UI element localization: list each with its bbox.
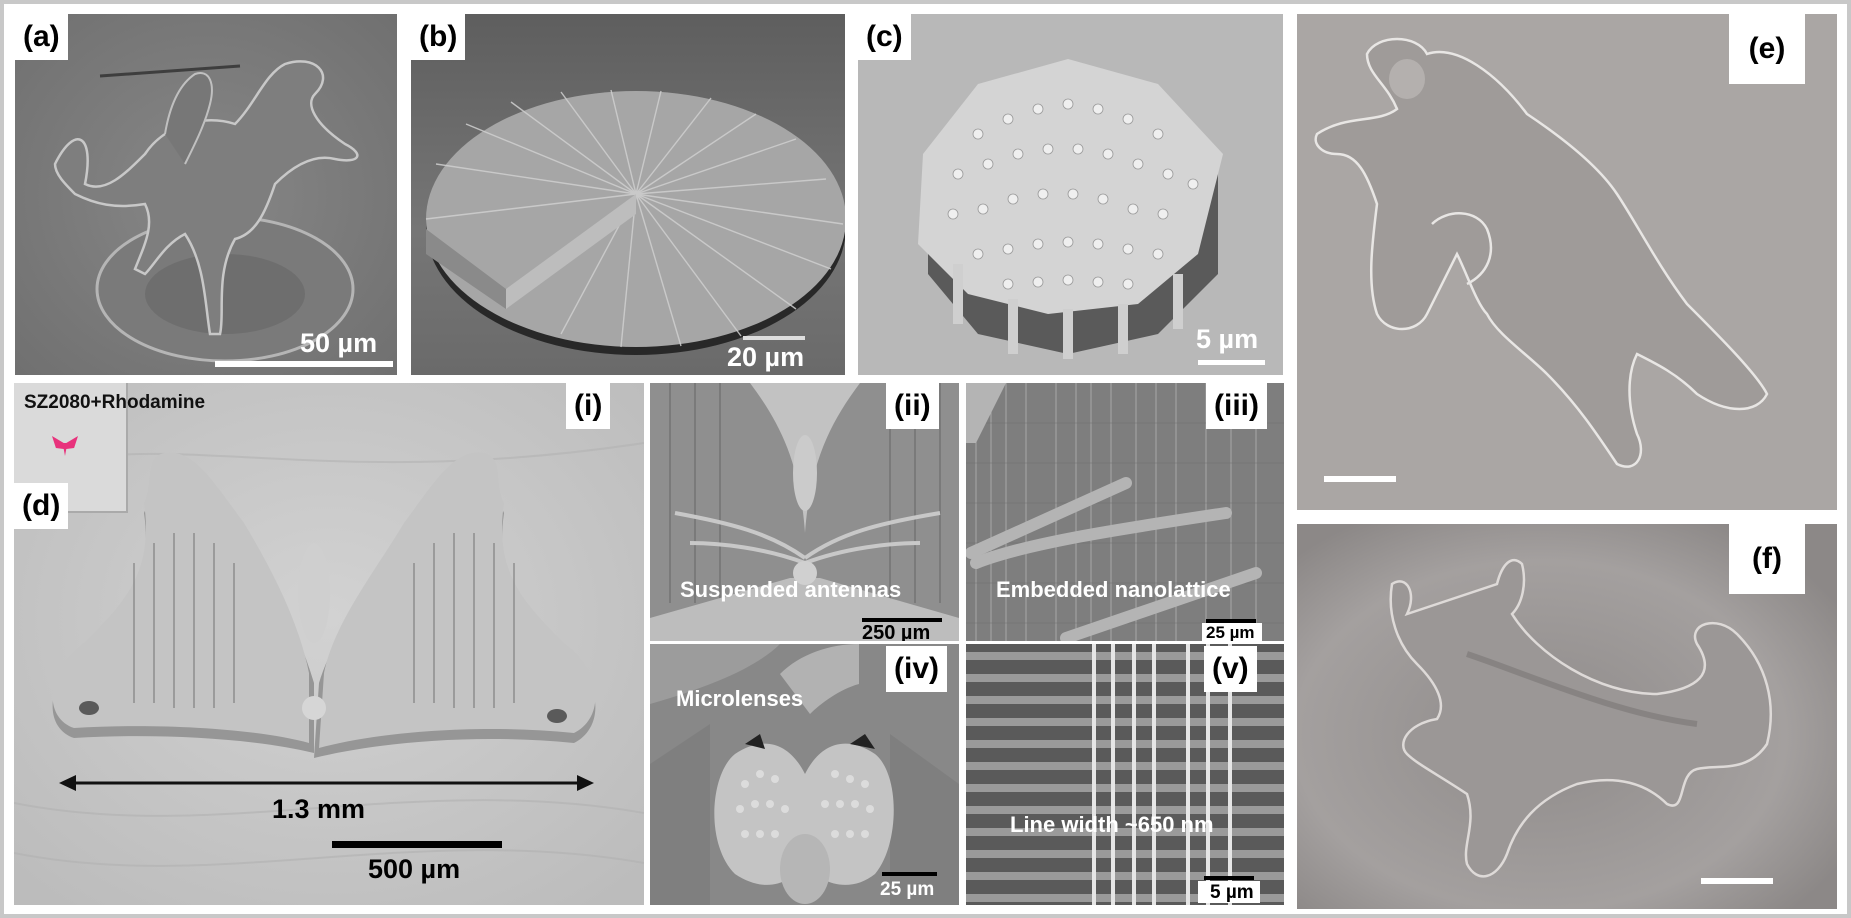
panel-label-d-i: (i) — [566, 383, 611, 429]
horse-rider-sculpture-image — [15, 14, 397, 375]
panel-label-d-v: (v) — [1204, 646, 1257, 692]
scalebar-c — [1198, 360, 1265, 365]
scalebar-text-d-iii: 25 µm — [1206, 623, 1255, 641]
scalebar-a — [215, 361, 393, 367]
panel-c: (c) 5 µm — [858, 14, 1283, 375]
butterfly-inset-icon — [52, 436, 78, 456]
panel-b: (b) 20 µm — [411, 14, 845, 375]
panel-label-b: (b) — [411, 14, 466, 60]
scalebar-d-iii — [1206, 619, 1256, 623]
bull-sculpture-image — [1297, 14, 1837, 510]
panel-label-d-iv: (iv) — [886, 646, 947, 692]
scalebar-text-b: 20 µm — [727, 342, 805, 372]
scalebar-text-a: 50 µm — [300, 328, 378, 358]
panel-label-d: (d) — [14, 483, 69, 529]
scalebar-text-d-iv: 25 µm — [880, 879, 935, 900]
panel-d-iii: (iii) Embedded nanolattice 25 µm — [966, 383, 1284, 641]
scalebar-text-d-v: 5 µm — [1210, 882, 1254, 903]
caption-embedded-nanolattice: Embedded nanolattice — [996, 577, 1231, 602]
scalebar-text-box-d-v — [1198, 881, 1260, 903]
scalebar-d-ii — [862, 618, 942, 622]
scalebar-text-box-d-iii — [1202, 623, 1262, 641]
panel-label-a: (a) — [15, 14, 68, 60]
caption-microlenses: Microlenses — [676, 686, 804, 711]
scalebar-b — [743, 336, 805, 340]
panel-a: (a) 50 µm — [15, 14, 397, 375]
scalebar-e — [1324, 476, 1396, 482]
panel-label-d-iii: (iii) — [1206, 383, 1267, 429]
scalebar-d — [332, 841, 502, 848]
panel-label-f: (f) — [1729, 524, 1805, 594]
microlenses-image — [650, 644, 959, 905]
scalebar-text-d: 500 µm — [368, 854, 461, 884]
panel-d-iv: (iv) Microlenses 25 µm — [650, 644, 959, 905]
dimension-label: 1.3 mm — [272, 794, 366, 824]
inset-caption: SZ2080+Rhodamine — [24, 392, 206, 413]
panel-d-ii: (ii) Suspended antennas 250 µm — [650, 383, 959, 641]
panel-label-c: (c) — [858, 14, 911, 60]
panel-d-v: (v) Line width ~650 nm 5 µm — [966, 644, 1284, 905]
panel-label-d-ii: (ii) — [886, 383, 939, 429]
radial-disc-structure-image — [411, 14, 845, 375]
scalebar-d-iv — [882, 872, 937, 876]
scalebar-d-v — [1204, 876, 1254, 880]
panel-e: (e) — [1297, 14, 1837, 510]
panel-d: SZ2080+Rhodamine (d) (i) 1.3 mm 500 µm — [14, 383, 644, 905]
pillar-array-structure-image — [858, 14, 1283, 375]
panel-label-e: (e) — [1729, 14, 1805, 84]
scalebar-f — [1701, 878, 1773, 884]
scalebar-text-d-ii: 250 µm — [862, 622, 931, 641]
scalebar-text-c: 5 µm — [1196, 324, 1259, 354]
suspended-antennas-image — [650, 383, 959, 641]
panel-f: (f) — [1297, 524, 1837, 909]
caption-line-width: Line width ~650 nm — [1010, 812, 1214, 837]
caption-suspended-antennas: Suspended antennas — [680, 577, 902, 602]
